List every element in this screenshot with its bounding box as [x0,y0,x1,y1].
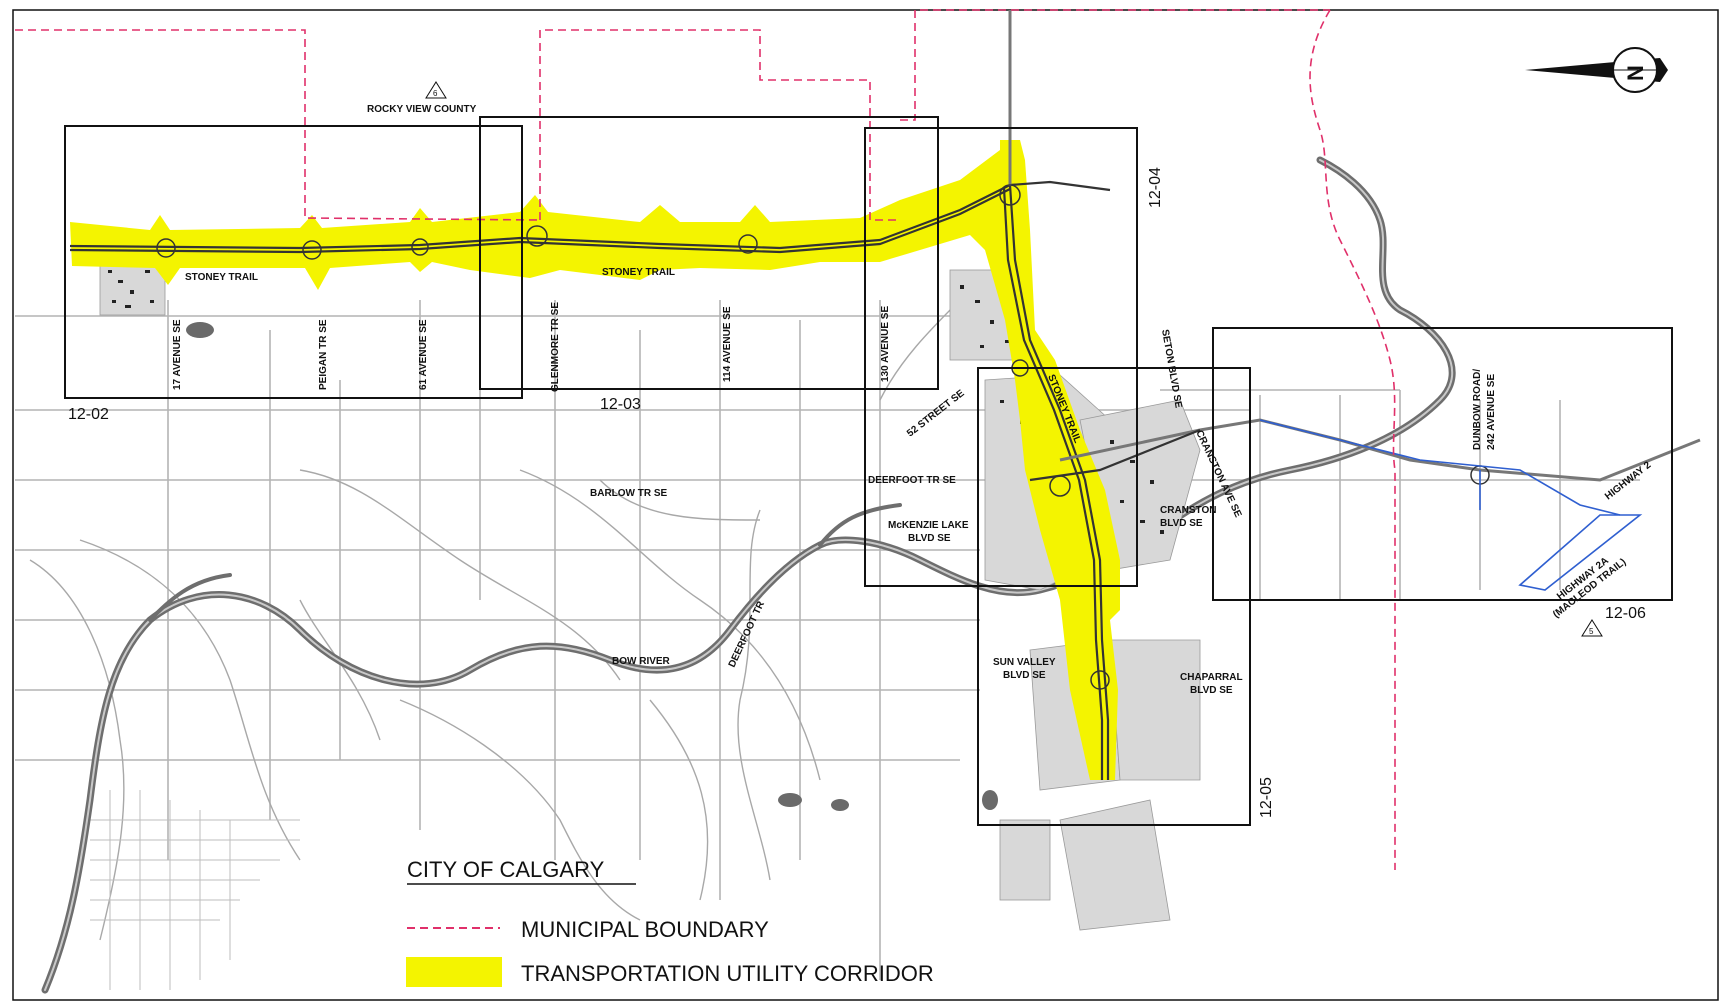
label-sun-valley-1: SUN VALLEY [993,657,1056,668]
north-arrow-icon: N [1525,47,1668,93]
label-242-avenue: 242 AVENUE SE [1486,374,1497,450]
legend-title: CITY OF CALGARY [407,857,605,882]
label-rocky-view-county: ROCKY VIEW COUNTY [367,104,477,115]
sheet-frame-12-02 [64,125,523,399]
label-peigan-trail: PEIGAN TR SE [318,319,329,390]
label-cranston-blvd-2: BLVD SE [1160,518,1203,529]
sheet-frame-12-05 [977,367,1251,826]
label-130-avenue: 130 AVENUE SE [880,306,891,382]
sheet-frame-12-06 [1212,327,1673,601]
label-mckenzie-lake-2: BLVD SE [908,533,951,544]
label-chaparral-1: CHAPARRAL [1180,672,1243,683]
interchanges [156,184,1490,690]
sheet-frame-12-03 [479,116,939,390]
label-17-avenue: 17 AVENUE SE [172,319,183,390]
bow-river [41,156,1456,994]
legend-boundary-label: MUNICIPAL BOUNDARY [521,917,769,942]
label-bow-river: BOW RIVER [612,656,671,667]
legend-corridor-swatch [406,957,502,987]
sheet-frame-12-04 [864,127,1138,587]
highway-6-marker: 6 [425,81,447,99]
label-deerfoot-tr-se: DEERFOOT TR SE [868,475,956,486]
label-glenmore-trail: GLENMORE TR SE [550,302,561,392]
label-mckenzie-lake-1: McKENZIE LAKE [888,520,969,531]
label-chaparral-2: BLVD SE [1190,685,1233,696]
downtown-grid [90,790,300,990]
label-61-avenue: 61 AVENUE SE [418,319,429,390]
north-arrow-letter: N [1623,65,1648,81]
label-barlow-trail: BARLOW TR SE [590,488,668,499]
legend-corridor-label: TRANSPORTATION UTILITY CORRIDOR [521,961,934,986]
sheet-frames [64,116,1673,826]
label-stoney-trail-mid: STONEY TRAIL [602,267,675,278]
legend: CITY OF CALGARY MUNICIPAL BOUNDARY TRANS… [406,857,934,987]
community-texture [108,270,1164,534]
label-sun-valley-2: BLVD SE [1003,670,1046,681]
highway-markers: 6 5 [425,81,1603,637]
sheet-number-12-04: 12-04 [1147,167,1164,208]
sheet-numbers: 12-02 12-03 12-04 12-05 12-06 [68,167,1646,818]
label-dunbow-road: DUNBOW ROAD/ [1472,369,1483,450]
svg-text:6: 6 [433,89,438,98]
highway-5-marker: 5 [1581,619,1603,637]
sheet-number-12-02: 12-02 [68,406,109,423]
svg-text:5: 5 [1589,627,1594,636]
sheet-number-12-06: 12-06 [1605,605,1646,622]
label-114-avenue: 114 AVENUE SE [722,306,733,382]
label-cranston-blvd-1: CRANSTON [1160,505,1216,516]
sheet-number-12-05: 12-05 [1258,777,1275,818]
label-stoney-trail-west: STONEY TRAIL [185,272,258,283]
stoney-trail-mainline [69,10,1701,780]
municipal-boundary [15,9,1396,870]
sheet-number-12-03: 12-03 [600,396,641,413]
highway-2a-alignment [1259,419,1643,591]
